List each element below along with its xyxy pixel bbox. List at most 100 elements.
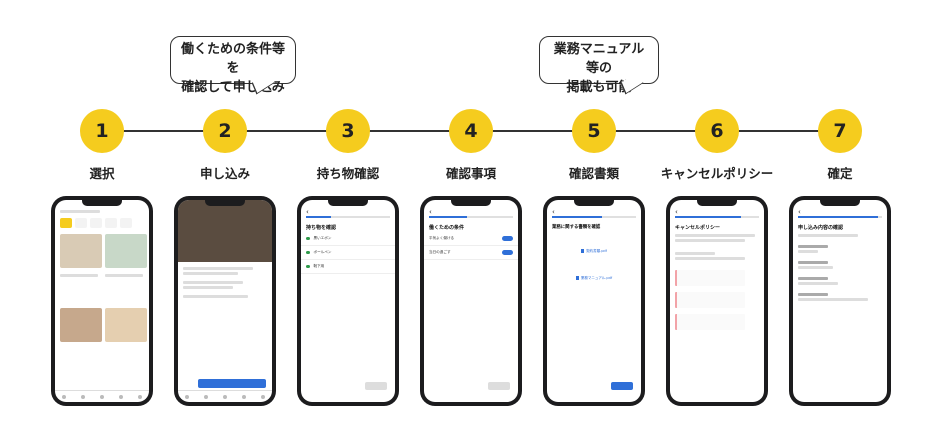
phone-screen: ‹ 働くための条件 平気よく働ける 当日の過ごす [424, 200, 518, 402]
policy-section [675, 252, 715, 255]
bubble-line: 掲載も可能 [566, 80, 632, 95]
check-dot-icon [306, 236, 310, 241]
phone-step-1 [51, 196, 153, 406]
step-6-circle: 6 [695, 109, 739, 153]
date-strip [55, 215, 149, 231]
phone-notch [205, 200, 245, 206]
phone-notch [328, 200, 368, 206]
phone-notch [697, 200, 737, 206]
document-link[interactable]: 契約書類.pdf [569, 249, 619, 254]
job-detail-line [183, 286, 233, 289]
card-text [105, 274, 143, 277]
phone-notch [82, 200, 122, 206]
screen-title: 働くための条件 [429, 225, 465, 231]
phone-step-7: ‹ 申し込み内容の確認 [789, 196, 891, 406]
pdf-icon [575, 276, 579, 280]
document-link[interactable]: 業務マニュアル.pdf [569, 276, 619, 281]
next-button[interactable] [365, 382, 387, 390]
step-5-circle: 5 [572, 109, 616, 153]
step-6-label: キャンセルポリシー [660, 166, 774, 181]
phone-screen: ‹ キャンセルポリシー [670, 200, 764, 402]
pdf-icon [581, 249, 585, 253]
confirm-line [798, 234, 858, 237]
phone-step-5: ‹ 業務に関する書類を確認 契約書類.pdf 業務マニュアル.pdf [543, 196, 645, 406]
ok-toggle[interactable] [502, 250, 513, 255]
screen-title: キャンセルポリシー [675, 225, 721, 231]
phone-screen: ‹ 持ち物を確認 黒いエボン ボールペン 靴下用 [301, 200, 395, 402]
location-bar [60, 210, 100, 213]
phone-step-4: ‹ 働くための条件 平気よく働ける 当日の過ごす [420, 196, 522, 406]
job-card-image[interactable] [60, 234, 102, 268]
phone-screen: ‹ 業務に関する書類を確認 契約書類.pdf 業務マニュアル.pdf [547, 200, 641, 402]
step-7-circle: 7 [818, 109, 862, 153]
back-icon[interactable]: ‹ [552, 208, 555, 216]
job-detail-line [183, 281, 243, 284]
step-4-label: 確認事項 [445, 166, 496, 181]
progress-bar [306, 216, 390, 218]
job-card-image[interactable] [105, 308, 147, 342]
ok-toggle[interactable] [502, 236, 513, 241]
job-detail-line [183, 295, 248, 298]
back-icon[interactable]: ‹ [429, 208, 432, 216]
job-title-line [183, 267, 253, 270]
confirm-line [798, 293, 828, 296]
phone-step-6: ‹ キャンセルポリシー [666, 196, 768, 406]
progress-bar [675, 216, 759, 218]
screen-title: 持ち物を確認 [306, 225, 337, 231]
confirm-line [798, 245, 828, 248]
card-text [60, 274, 98, 277]
phone-notch [820, 200, 860, 206]
confirm-line [798, 266, 833, 269]
step-3-circle: 3 [326, 109, 370, 153]
bubble-line: 業務マニュアル等の [553, 42, 645, 76]
checklist-item: ボールペン [301, 246, 395, 260]
job-card-image[interactable] [60, 308, 102, 342]
check-dot-icon [306, 250, 310, 255]
next-button[interactable] [611, 382, 633, 390]
step-5-label: 確認書類 [568, 166, 619, 181]
policy-section-pink [675, 314, 745, 330]
step-2-circle: 2 [203, 109, 247, 153]
progress-bar [798, 216, 882, 218]
step-1-circle: 1 [80, 109, 124, 153]
screen-title: 申し込み内容の確認 [798, 225, 844, 231]
policy-section-pink [675, 292, 745, 308]
progress-bar [552, 216, 636, 218]
phone-step-3: ‹ 持ち物を確認 黒いエボン ボールペン 靴下用 [297, 196, 399, 406]
checklist-item: 黒いエボン [301, 232, 395, 246]
back-icon[interactable]: ‹ [675, 208, 678, 216]
policy-text [675, 234, 755, 237]
speech-bubble-manual: 業務マニュアル等の 掲載も可能 [539, 36, 659, 95]
check-dot-icon [306, 264, 310, 269]
phone-screen [178, 200, 272, 402]
back-icon[interactable]: ‹ [798, 208, 801, 216]
confirm-line [798, 277, 828, 280]
job-hero-image [178, 200, 272, 262]
policy-section-pink [675, 270, 745, 286]
phone-notch [451, 200, 491, 206]
screen-title: 業務に関する書類を確認 [552, 225, 601, 230]
step-2-label: 申し込み [199, 166, 250, 181]
phone-screen: ‹ 申し込み内容の確認 [793, 200, 887, 402]
job-title-line [183, 272, 238, 275]
next-button[interactable] [488, 382, 510, 390]
step-1-label: 選択 [89, 166, 115, 181]
progress-bar [429, 216, 513, 218]
job-card-image[interactable] [105, 234, 147, 268]
back-icon[interactable]: ‹ [306, 208, 309, 216]
condition-item: 当日の過ごす [424, 246, 518, 260]
policy-section [675, 257, 745, 260]
step-7-label: 確定 [827, 166, 853, 181]
checklist-item: 靴下用 [301, 260, 395, 274]
speech-bubble-apply: 働くための条件等を 確認して申し込み [170, 36, 296, 95]
apply-button[interactable] [198, 379, 266, 388]
tab-bar [178, 390, 272, 402]
confirm-line [798, 282, 838, 285]
phone-notch [574, 200, 614, 206]
policy-text [675, 239, 745, 242]
confirm-line [798, 250, 818, 253]
step-3-label: 持ち物確認 [316, 166, 380, 181]
step-4-circle: 4 [449, 109, 493, 153]
bubble-line: 働くための条件等を [180, 42, 285, 76]
